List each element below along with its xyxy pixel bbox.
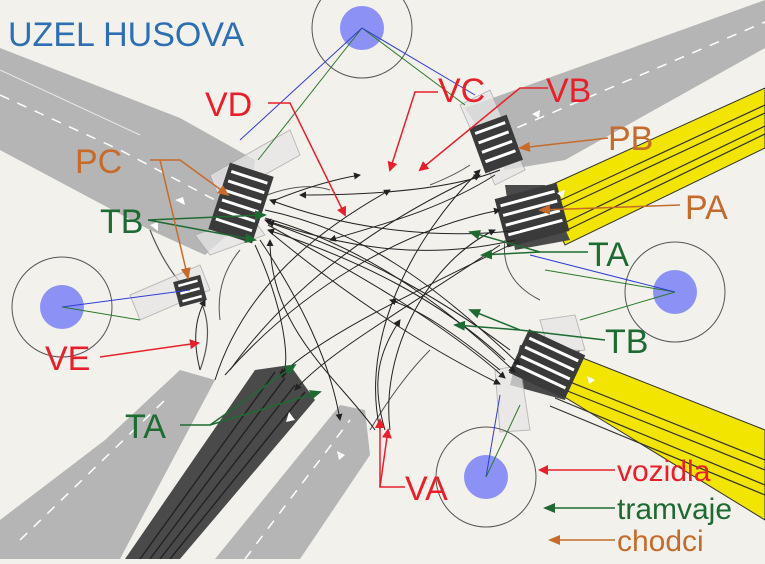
zebra-stripes	[173, 114, 586, 399]
road-arm-southwest	[0, 370, 215, 559]
road-arm-south	[215, 405, 370, 559]
arrow-pa	[538, 204, 681, 215]
label-ve: VE	[45, 340, 90, 378]
arrow-vc	[387, 91, 438, 172]
lane-arrows	[150, 110, 595, 460]
arrow-ve	[99, 339, 200, 358]
legend-trams: tramvaje	[617, 493, 732, 526]
label-vc: VC	[438, 72, 485, 110]
tram-track-south	[125, 365, 315, 559]
arrow-ta-east-2	[480, 249, 541, 260]
tram-arrows	[147, 210, 615, 513]
vehicle-arrows	[99, 87, 615, 488]
arrow-vd	[268, 102, 346, 217]
legend-pedestrians: chodci	[617, 525, 704, 558]
trajectories	[195, 169, 521, 431]
arrow-va-2	[379, 428, 392, 488]
label-tb-west: TB	[100, 203, 143, 241]
pedestrian-arrows	[150, 137, 681, 545]
arrow-tb-west-2	[147, 219, 257, 244]
label-pa: PA	[685, 189, 728, 227]
label-pb: PB	[608, 120, 653, 158]
legend: vozidla tramvaje chodci	[617, 455, 732, 558]
label-pc: PC	[75, 143, 122, 181]
arrow-tb-east-2	[453, 320, 521, 331]
signal-cables	[61, 27, 676, 478]
label-va: VA	[405, 470, 448, 508]
diagram-title: UZEL HUSOVA	[8, 16, 244, 54]
label-ta-south: TA	[125, 408, 166, 446]
label-vb: VB	[546, 72, 591, 110]
label-ta-east: TA	[588, 236, 629, 274]
arrow-ta-south-2	[209, 390, 322, 426]
label-vd: VD	[205, 86, 252, 124]
arrow-tb-west-1	[147, 210, 267, 221]
legend-vehicles: vozidla	[617, 455, 711, 488]
arrow-pb	[518, 137, 609, 152]
label-tb-east: TB	[605, 323, 648, 361]
arrow-pc-2	[159, 159, 191, 280]
road-arm-east	[465, 0, 765, 170]
arrow-vb	[418, 87, 548, 172]
